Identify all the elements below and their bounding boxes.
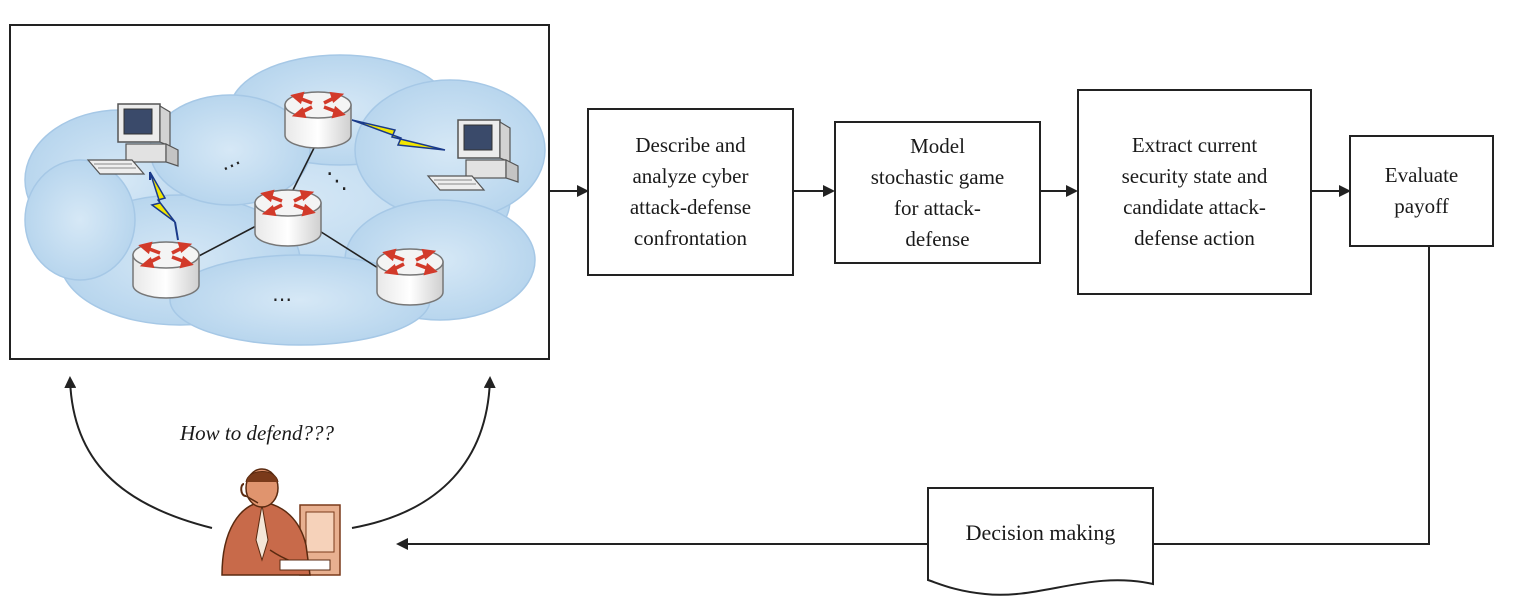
router-icon (375, 247, 445, 307)
router-icon (131, 240, 201, 300)
step-evaluate-payoff: Evaluate payoff (1349, 135, 1494, 247)
router-icon (283, 90, 353, 150)
arrow-defender-to-network-right (351, 376, 496, 529)
step-describe-analyze: Describe and analyze cyber attack-defens… (587, 108, 794, 276)
decision-document-shape (927, 487, 1154, 596)
router-icon (253, 188, 323, 248)
defense-question: How to defend??? (180, 421, 334, 445)
network-links (194, 139, 379, 269)
decision-making-label: Decision making (965, 520, 1116, 545)
step-extract-security-state: Extract current security state and candi… (1077, 89, 1312, 295)
step-model-stochastic-game: Model stochastic game for attack- defens… (834, 121, 1041, 264)
wireless-link (174, 221, 179, 241)
arrow-defender-to-network-left (64, 376, 213, 529)
network-ellipsis: ⋯ (272, 287, 292, 311)
defender-person-icon (221, 468, 341, 576)
arrow-evaluate-to-decision (1153, 246, 1430, 545)
lightning-icon (351, 119, 446, 151)
network-ellipsis: ⋱ (326, 169, 348, 194)
